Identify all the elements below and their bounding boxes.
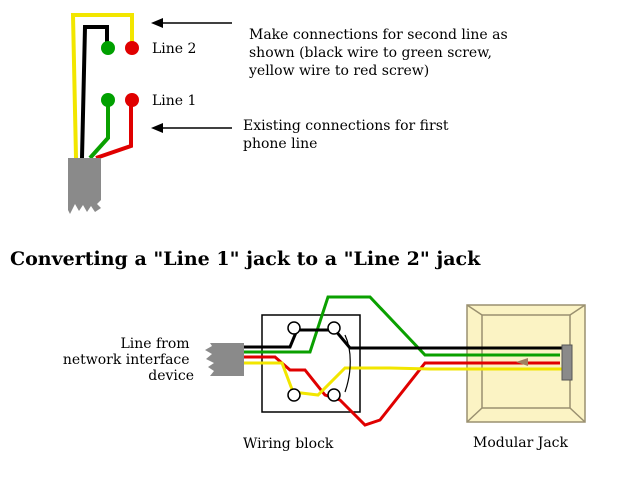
block-screw-top-right	[327, 321, 341, 335]
yellow-wire-route	[265, 361, 562, 397]
note-first-line: Existing connections for first phone lin…	[243, 118, 453, 152]
cable-stub	[68, 158, 101, 214]
section-title: Converting a "Line 1" jack to a "Line 2"…	[10, 248, 481, 270]
block-screw-top-left	[287, 321, 301, 335]
wiring-block-label: Wiring block	[243, 436, 334, 452]
green-wire	[88, 100, 110, 160]
block-screw-bottom-left	[287, 388, 301, 402]
arrow-second-line	[151, 18, 232, 28]
line2-label: Line 2	[152, 41, 196, 57]
jumper-arc	[344, 334, 351, 393]
green-wire-route	[265, 295, 560, 357]
modular-jack-label: Modular Jack	[473, 435, 569, 451]
line1-label: Line 1	[152, 93, 196, 109]
line2-red-terminal	[125, 41, 139, 55]
yellow-wire	[70, 13, 134, 159]
arrow-first-line	[151, 123, 232, 133]
source-label: Line from network interface device	[63, 336, 194, 384]
bottom-conversion-diagram: Line from network interface device Wirin…	[63, 295, 586, 452]
incoming-cable	[205, 343, 244, 376]
line1-green-terminal	[101, 93, 115, 107]
line1-red-terminal	[125, 93, 139, 107]
top-jack-diagram: Line 2 Line 1 Make connections for secon…	[68, 13, 512, 214]
line2-green-terminal	[101, 41, 115, 55]
jack-contact-pin	[516, 358, 528, 366]
block-screw-bottom-right	[327, 388, 341, 402]
jack-contact-block	[561, 344, 573, 381]
note-second-line: Make connections for second line as show…	[248, 27, 512, 79]
black-wire	[80, 25, 109, 159]
black-wire-route	[265, 328, 562, 350]
red-wire	[95, 100, 133, 160]
